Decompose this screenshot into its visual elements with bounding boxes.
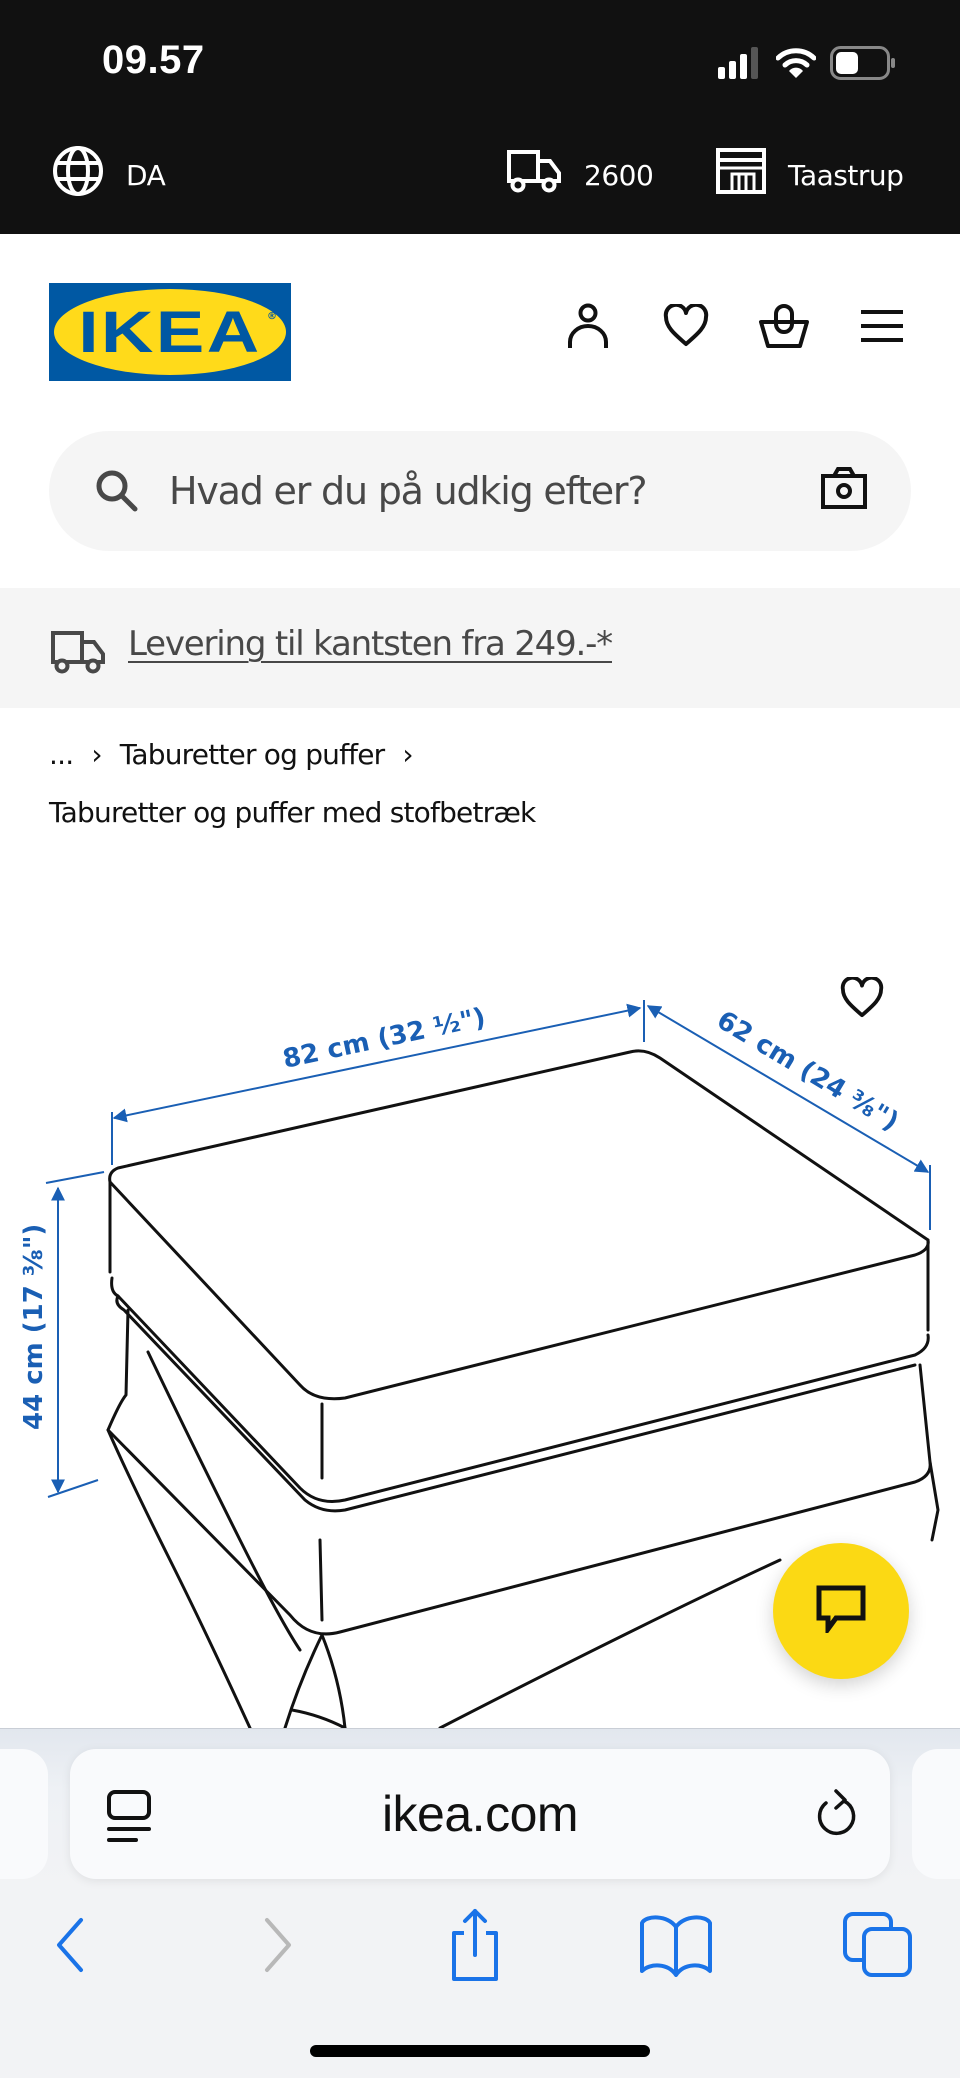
battery-icon (830, 46, 896, 84)
book-icon (640, 1915, 712, 1977)
user-icon (566, 302, 610, 354)
url-text[interactable]: ikea.com (381, 1786, 579, 1842)
account-button[interactable] (562, 302, 614, 354)
camera-icon (821, 467, 867, 509)
chevron-left-icon (57, 1918, 83, 1972)
breadcrumb: ... › Taburetter og puffer › (49, 738, 414, 771)
chevron-right-icon (265, 1918, 291, 1972)
basket-button[interactable] (758, 302, 810, 354)
camera-search-button[interactable] (821, 467, 867, 513)
language-selector[interactable]: DA (52, 145, 166, 205)
bookmarks-button[interactable] (636, 1905, 716, 1985)
browser-nav-row (0, 1897, 960, 1987)
signal-icon (718, 47, 762, 83)
next-tab-peek[interactable] (912, 1749, 960, 1879)
basket-icon (758, 302, 810, 354)
search-input[interactable]: Hvad er du på udkig efter? (169, 469, 648, 513)
logo-registered-mark: ® (267, 311, 277, 322)
product-image[interactable]: 82 cm (32 ½") 62 cm (24 ⅜") 44 cm (17 ⅜"… (0, 860, 960, 1730)
menu-button[interactable] (856, 302, 908, 354)
delivery-banner: Levering til kantsten fra 249.-* (0, 588, 960, 708)
share-button[interactable] (435, 1905, 515, 1985)
top-utility-bar: DA 2600 Taastrup (0, 120, 960, 234)
heart-icon (840, 975, 884, 1023)
logo-wordmark: IKEA (78, 299, 262, 365)
share-icon (452, 1909, 498, 1981)
ottoman-dimension-drawing: 82 cm (32 ½") 62 cm (24 ⅜") 44 cm (17 ⅜"… (19, 1000, 940, 1730)
previous-tab-peek[interactable] (0, 1749, 48, 1879)
delivery-link[interactable]: Levering til kantsten fra 249.-* (128, 624, 613, 664)
heart-icon (663, 302, 709, 352)
header-actions (562, 302, 908, 354)
forward-button[interactable] (238, 1905, 318, 1985)
tabs-icon (843, 1912, 912, 1977)
favorites-button[interactable] (660, 302, 712, 354)
address-bar[interactable]: ikea.com (70, 1749, 890, 1879)
menu-icon (861, 309, 903, 347)
store-selector[interactable]: Taastrup (716, 148, 904, 202)
globe-icon (52, 145, 104, 205)
truck-icon (506, 149, 562, 201)
delivery-postcode[interactable]: 2600 (506, 148, 654, 202)
reader-icon (107, 1790, 151, 1842)
logo-oval (54, 289, 286, 375)
chevron-right-icon: › (402, 738, 413, 771)
store-icon (716, 148, 766, 202)
tabs-button[interactable] (838, 1905, 918, 1985)
truck-icon (50, 630, 106, 678)
back-button[interactable] (30, 1905, 110, 1985)
site-header: IKEA ® (0, 234, 960, 588)
ikea-logo[interactable]: IKEA ® (49, 283, 291, 381)
chat-bubble-icon (816, 1585, 866, 1637)
search-icon (95, 469, 139, 517)
language-label: DA (126, 158, 166, 192)
status-icons (718, 46, 896, 84)
postcode-label: 2600 (584, 158, 654, 192)
chat-button[interactable] (773, 1543, 909, 1679)
status-time: 09.57 (102, 38, 205, 82)
dimension-height: 44 cm (17 ⅜") (19, 1224, 49, 1430)
dimension-width: 82 cm (32 ½") (280, 1003, 488, 1075)
reload-button[interactable] (814, 1787, 860, 1845)
favorite-product-button[interactable] (834, 972, 890, 1028)
reload-icon (817, 1789, 856, 1835)
chevron-right-icon: › (91, 738, 102, 771)
page-menu-button[interactable] (106, 1789, 152, 1847)
breadcrumb-item[interactable]: Taburetter og puffer (119, 738, 385, 771)
home-indicator[interactable] (310, 2045, 650, 2057)
store-label: Taastrup (788, 158, 904, 192)
breadcrumb-ellipsis[interactable]: ... (49, 738, 74, 771)
wifi-icon (775, 47, 817, 83)
browser-toolbar: ikea.com (0, 1728, 960, 2078)
search-bar[interactable]: Hvad er du på udkig efter? (49, 431, 911, 551)
breadcrumb-current[interactable]: Taburetter og puffer med stofbetræk (49, 796, 536, 829)
status-bar: 09.57 (0, 0, 960, 120)
